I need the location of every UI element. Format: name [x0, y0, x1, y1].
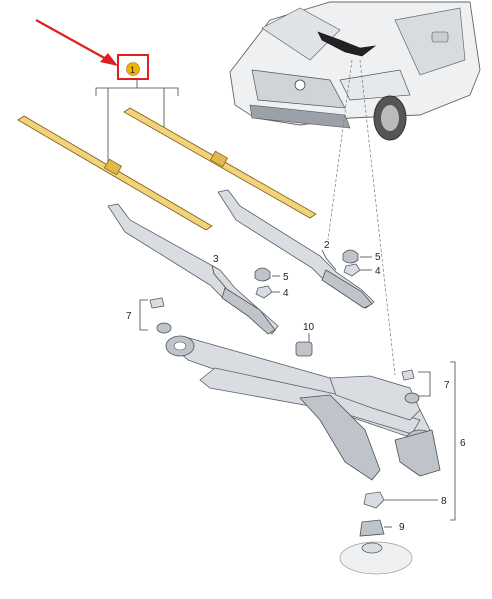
callout-label-5-left: 5 [283, 272, 289, 283]
callout-label-4-right: 4 [375, 266, 381, 277]
wiper-blade-left [17, 115, 213, 231]
leader-car-to-assembly [327, 59, 353, 241]
highlight-box [117, 54, 149, 80]
cap-5-left [254, 267, 271, 282]
bolt-7-right [401, 369, 420, 404]
bolt-7-left [149, 297, 172, 334]
wiper-arm-right [217, 189, 375, 309]
callout-label-2: 2 [324, 240, 330, 251]
callout-label-8: 8 [441, 496, 447, 507]
wiper-arm-left [107, 203, 279, 335]
nut-4-right [343, 263, 361, 277]
bracket-7-right [418, 371, 431, 397]
callout-label-5-right: 5 [375, 252, 381, 263]
callout-label-7-left: 7 [126, 311, 132, 322]
wiper-linkage-frame [165, 335, 441, 481]
bracket-7-left [139, 299, 148, 331]
leader-car-to-assembly-2 [359, 59, 396, 376]
nut-8 [363, 491, 385, 509]
leader-2 [321, 249, 337, 271]
callout-badge-1 [126, 62, 140, 76]
callout-label-10: 10 [303, 322, 315, 333]
wiper-blade-right [123, 107, 317, 219]
callout-label-1: 1 [130, 65, 135, 75]
bushing-10 [295, 341, 313, 357]
nut-4-left [255, 285, 273, 299]
callout-label-6: 6 [460, 438, 466, 449]
vehicle-illustration [229, 1, 481, 141]
callout-label-7-right: 7 [444, 380, 450, 391]
grommet-9 [339, 519, 413, 575]
leader-3 [211, 264, 227, 289]
bracket-callout-1 [95, 79, 179, 168]
callout-label-4-left: 4 [283, 288, 289, 299]
cap-5-right [342, 249, 359, 264]
callout-label-3: 3 [213, 254, 219, 265]
red-arrow-icon [35, 19, 118, 66]
callout-label-9: 9 [399, 522, 405, 533]
bracket-6 [450, 361, 456, 521]
